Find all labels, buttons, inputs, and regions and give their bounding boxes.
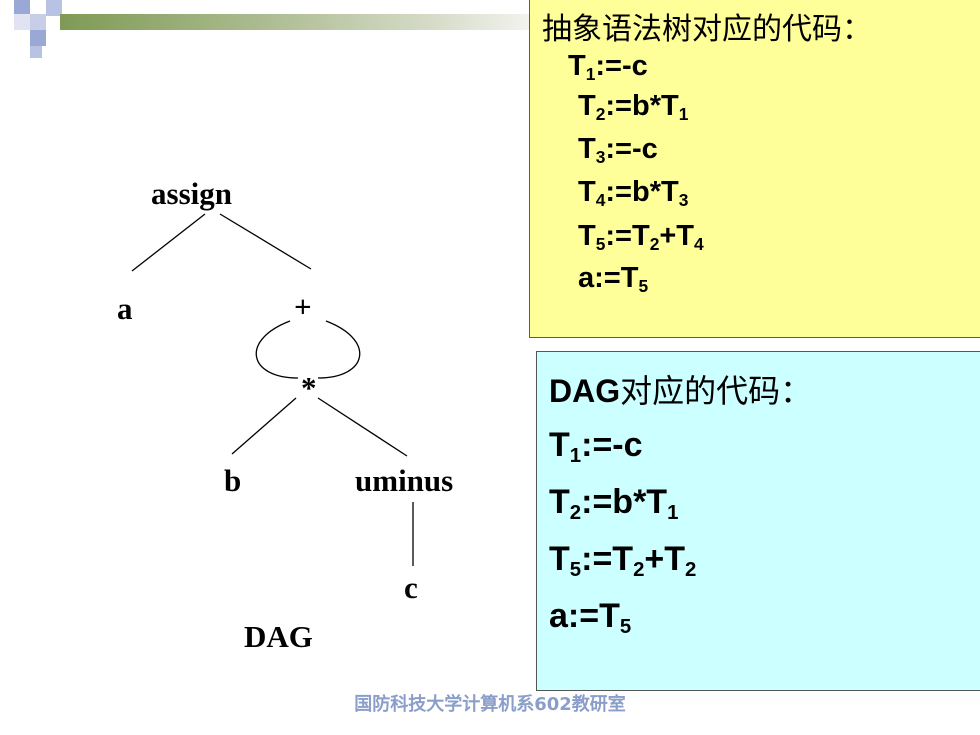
header-square (30, 30, 46, 46)
dag-code-line: a:=T5 (549, 597, 632, 639)
subscript: 5 (638, 276, 649, 297)
ast-code-box: 抽象语法树对应的代码： T1:=-c T2:=b*T1 T3:=-c T4:=b… (529, 0, 980, 338)
subscript: 2 (685, 559, 697, 582)
header-square (14, 0, 30, 16)
subscript: 2 (633, 559, 645, 582)
subscript: 1 (667, 502, 679, 525)
edge-assign-a (131, 213, 206, 272)
subscript: 4 (694, 234, 704, 255)
diagram-caption: DAG (244, 619, 313, 654)
dag-code-line: T5:=T2+T2 (549, 540, 697, 582)
subscript: 5 (595, 234, 606, 255)
subscript: 5 (569, 559, 582, 582)
edge-star-b (231, 397, 297, 455)
node-assign: assign (151, 176, 232, 211)
subscript: 3 (595, 147, 606, 168)
ast-code-line: T5:=T2+T4 (578, 220, 704, 255)
subscript: 1 (585, 64, 596, 85)
header-square (14, 14, 30, 30)
header-decoration (0, 0, 90, 60)
edge-plus-star-left (255, 320, 299, 379)
subscript: 1 (678, 104, 689, 125)
edge-plus-star-right (317, 320, 361, 379)
node-star: * (301, 370, 317, 405)
subscript: 2 (569, 502, 582, 525)
node-b: b (224, 463, 242, 498)
node-a: a (117, 291, 133, 326)
ast-code-line: T4:=b*T3 (578, 176, 689, 211)
edge-assign-plus (219, 213, 312, 270)
node-plus: + (294, 289, 312, 324)
node-uminus: uminus (355, 463, 454, 498)
subscript: 5 (619, 616, 632, 639)
dag-code-line: T1:=-c (549, 426, 643, 468)
node-c: c (404, 570, 418, 605)
ast-code-line: T1:=-c (568, 50, 648, 85)
ast-code-line: T2:=b*T1 (578, 90, 689, 125)
edge-star-uminus (317, 397, 408, 457)
dag-code-title: DAG对应的代码： (549, 366, 812, 412)
ast-code-title: 抽象语法树对应的代码： (542, 12, 872, 47)
header-square (30, 46, 42, 58)
dag-code-title-cjk: 对应的代码： (620, 372, 813, 410)
header-square (30, 14, 46, 30)
dag-code-box: DAG对应的代码： T1:=-c T2:=b*T1 T5:=T2+T2 a:=T… (536, 351, 980, 691)
ast-code-line: a:=T5 (578, 262, 649, 297)
dag-code-title-latin: DAG (549, 373, 621, 409)
subscript: 2 (649, 234, 660, 255)
header-square (46, 0, 62, 16)
subscript: 3 (678, 190, 689, 211)
dag-edges (131, 213, 414, 566)
subscript: 4 (595, 190, 606, 211)
subscript: 1 (569, 445, 582, 468)
footer-text: 国防科技大学计算机系602教研室 (354, 694, 626, 715)
subscript: 2 (595, 104, 606, 125)
header-bar (60, 14, 530, 30)
dag-code-line: T2:=b*T1 (549, 483, 679, 525)
ast-code-line: T3:=-c (578, 133, 658, 168)
